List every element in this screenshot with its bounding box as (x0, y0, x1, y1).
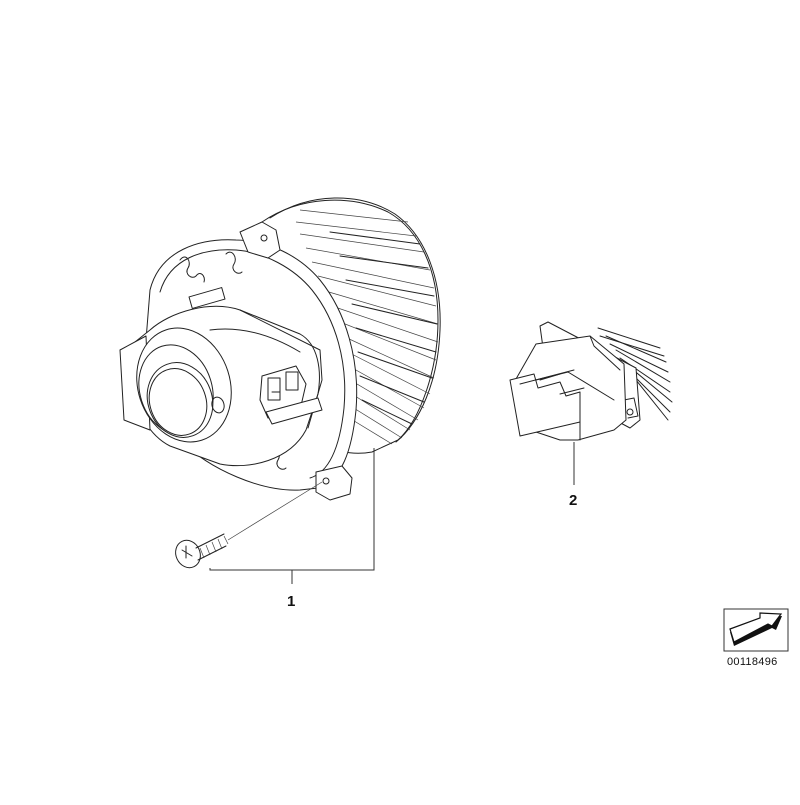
callout-1-leader (209, 448, 375, 584)
screw-drawing (175, 481, 323, 569)
reference-number: 00118496 (727, 656, 778, 668)
callout-1: 1 (287, 593, 296, 610)
callout-2: 2 (569, 492, 578, 509)
arrow-view-direction-icon (723, 608, 789, 652)
resistor-drawing (509, 321, 673, 441)
blower-motor-drawing (119, 197, 441, 501)
